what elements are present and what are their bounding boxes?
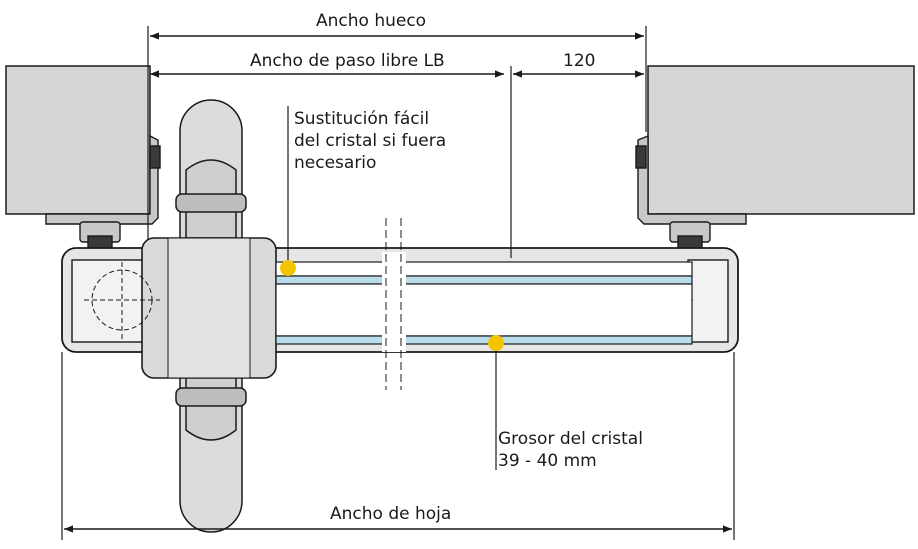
section-break	[382, 218, 406, 390]
label-glass-thickness-line-1: Grosor del cristal	[498, 429, 643, 449]
label-clear-passage: Ancho de paso libre LB	[250, 51, 445, 71]
handle-rose-plate	[141, 237, 277, 379]
label-glass-replacement-line-3: necesario	[294, 153, 377, 173]
right-wall	[647, 65, 915, 215]
label-glass-replacement-line-1: Sustitución fácil	[294, 109, 430, 129]
lock-cylinder-left	[84, 262, 160, 340]
label-leaf-width: Ancho de hoja	[330, 504, 452, 524]
label-offset: 120	[563, 51, 596, 71]
glass-pane	[275, 261, 693, 345]
left-wall-bracket	[45, 134, 161, 249]
left-wall	[5, 65, 151, 215]
label-opening-width: Ancho hueco	[316, 11, 427, 31]
label-glass-thickness: Grosor del cristal 39 - 40 mm	[498, 428, 643, 472]
label-glass-replacement-line-2: del cristal si fuera	[294, 131, 447, 151]
glass-thickness-marker	[488, 335, 504, 351]
right-wall-bracket	[635, 134, 747, 249]
label-glass-thickness-line-2: 39 - 40 mm	[498, 451, 597, 471]
glass-replacement-marker	[280, 260, 296, 276]
label-glass-replacement: Sustitución fácil del cristal si fuera n…	[294, 108, 446, 174]
